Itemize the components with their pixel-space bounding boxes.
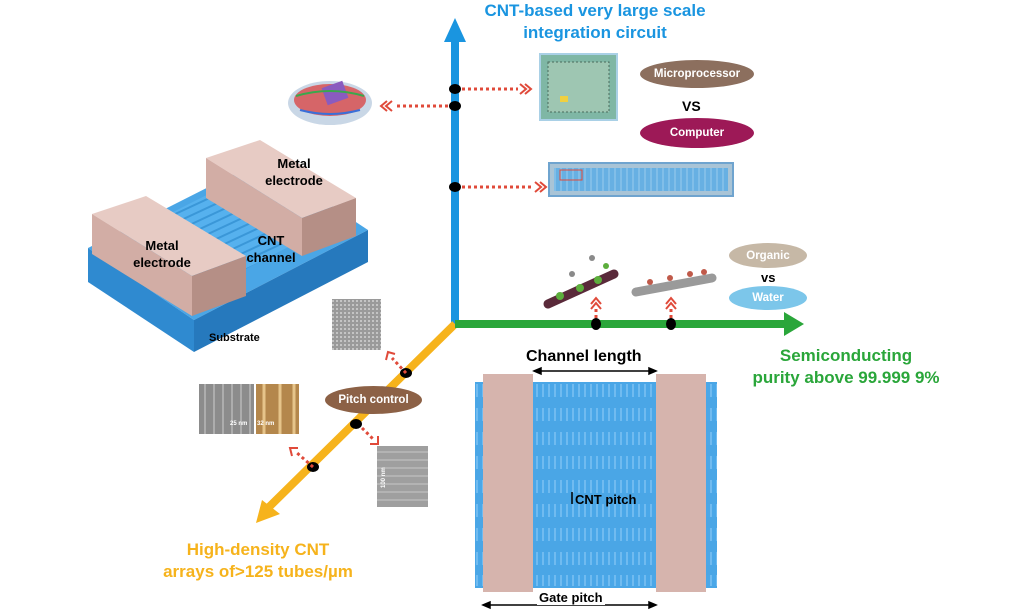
cnt-channel-label: CNT channel bbox=[246, 233, 296, 265]
marker-vertical-3 bbox=[449, 182, 461, 192]
gate-pitch-label: Gate pitch bbox=[537, 590, 605, 605]
electrode-front-side bbox=[192, 256, 246, 316]
device-top-view bbox=[475, 366, 717, 610]
3d-circuit-image bbox=[288, 80, 372, 125]
marker-horizontal-2 bbox=[666, 318, 676, 330]
sem-images bbox=[199, 299, 428, 507]
dotted-arrows bbox=[295, 87, 673, 469]
organic-pill: Organic bbox=[729, 243, 807, 268]
diagonal-axis-title-line2: arrays of>125 tubes/µm bbox=[163, 562, 353, 581]
electrode-front-front bbox=[92, 214, 192, 316]
horizontal-axis-arrowhead bbox=[784, 312, 804, 336]
horizontal-axis-title: Semiconducting purity above 99.999 9% bbox=[728, 345, 964, 389]
electrode-back-front bbox=[206, 158, 302, 256]
chip-micrograph bbox=[539, 53, 618, 121]
cnt-organic-molecule bbox=[543, 255, 619, 309]
pitch-control-pill: Pitch control bbox=[325, 386, 422, 414]
scale-label-right: 32 nm bbox=[257, 421, 275, 427]
gate-pitch-dimension bbox=[481, 600, 658, 610]
diagonal-axis-line bbox=[263, 321, 458, 513]
diagonal-axis-title-line1: High-density CNT bbox=[186, 540, 330, 559]
diagonal-axis-arrowhead bbox=[256, 500, 280, 523]
scale-label-bottom: 100 nm bbox=[381, 467, 387, 488]
substrate-front bbox=[88, 248, 194, 352]
channel-length-label: Channel length bbox=[526, 348, 642, 365]
electrode-front-top bbox=[92, 196, 246, 276]
marker-vertical-2 bbox=[449, 101, 461, 111]
top-view-electrode-left bbox=[483, 374, 533, 592]
vs-label-right: vs bbox=[761, 270, 776, 285]
vertical-axis-title-line1: CNT-based very large scale bbox=[484, 1, 706, 20]
sem-top bbox=[332, 299, 381, 350]
substrate-side bbox=[194, 230, 368, 352]
electrode-front-label: Metal electrode bbox=[133, 238, 191, 270]
horizontal-axis-title-line2: purity above 99.999 9% bbox=[752, 368, 940, 387]
device-3d bbox=[88, 140, 368, 352]
scale-label-left: 25 nm bbox=[230, 421, 248, 427]
sem-left-1 bbox=[199, 384, 254, 434]
marker-vertical-1 bbox=[449, 84, 461, 94]
cnt-pitch-label: CNT pitch bbox=[575, 492, 637, 507]
marker-diagonal-2 bbox=[350, 419, 362, 429]
horizontal-axis-title-line1: Semiconducting bbox=[779, 346, 913, 365]
arrow-to-sem-left bbox=[295, 450, 314, 469]
microprocessor-pill: Microprocessor bbox=[640, 60, 754, 88]
arrow-chevrons bbox=[288, 83, 677, 457]
computer-pill: Computer bbox=[640, 118, 754, 148]
substrate-label: Substrate bbox=[209, 332, 260, 344]
vertical-axis-title: CNT-based very large scale integration c… bbox=[448, 0, 742, 44]
electrode-back-top bbox=[206, 140, 356, 218]
arrow-to-sem-bottom bbox=[360, 426, 376, 442]
axis-markers bbox=[307, 84, 676, 472]
diagonal-axis-title: High-density CNT arrays of>125 tubes/µm bbox=[138, 539, 378, 583]
electrode-back-label: Metal electrode bbox=[265, 156, 323, 188]
top-view-electrode-right bbox=[656, 374, 706, 592]
circuit-strip-micrograph bbox=[548, 162, 734, 197]
vertical-axis-title-line2: integration circuit bbox=[523, 23, 667, 42]
vs-label-top: VS bbox=[682, 98, 701, 114]
cnt-water-molecule bbox=[631, 269, 717, 297]
vertical-axis-arrowhead bbox=[444, 18, 466, 42]
channel-length-dimension bbox=[532, 366, 658, 376]
water-pill: Water bbox=[729, 286, 807, 310]
electrode-back-side bbox=[302, 198, 356, 256]
marker-horizontal-1 bbox=[591, 318, 601, 330]
